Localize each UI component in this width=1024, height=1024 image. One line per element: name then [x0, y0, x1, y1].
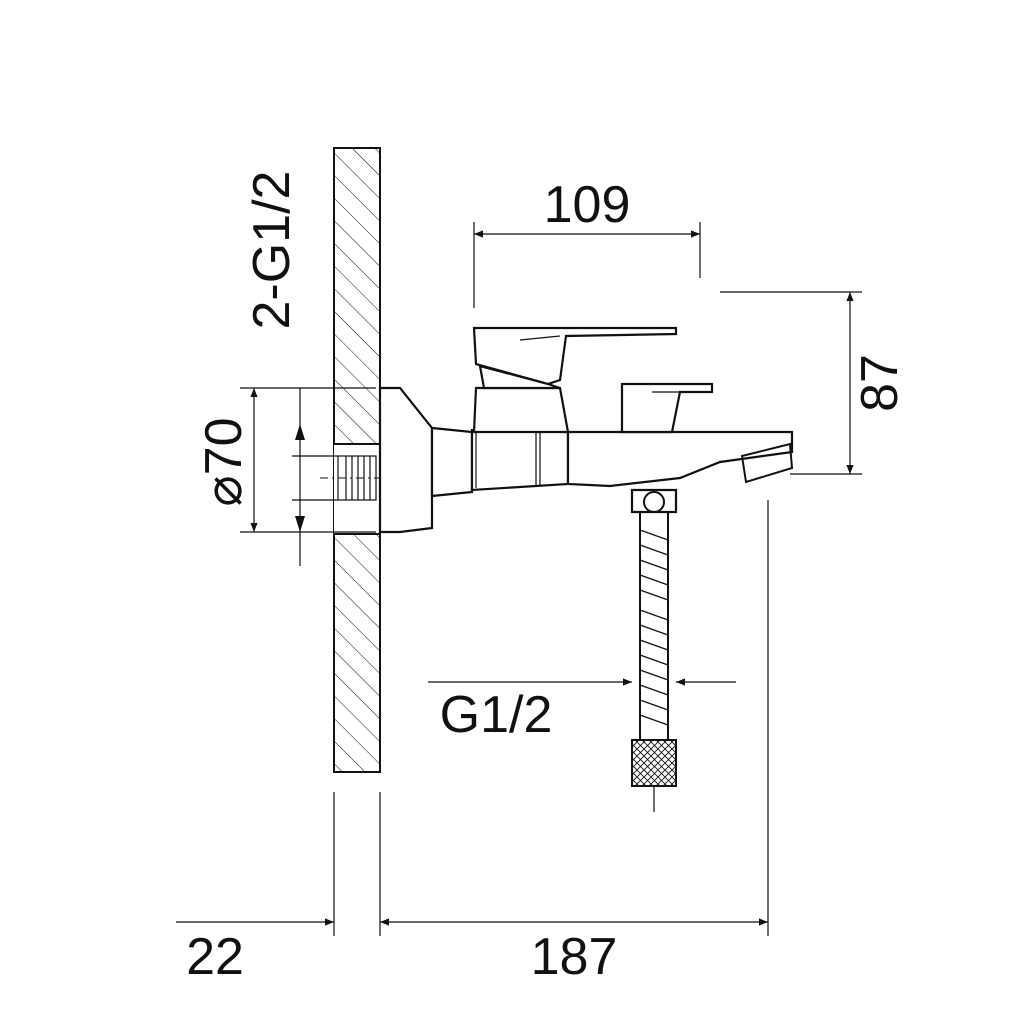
dimension-height-label: 87 [851, 354, 909, 412]
dimension-top-width-label: 109 [544, 176, 631, 234]
dimension-flange-diameter-label: 70 [195, 417, 253, 475]
wall-flange [378, 386, 434, 534]
dimension-projection: 187 [380, 500, 769, 986]
dimension-hose-thread-label: G1/2 [440, 686, 553, 744]
dimension-hose-thread: G1/2 [428, 678, 736, 744]
wall-section [333, 147, 381, 773]
shower-hose [630, 488, 678, 812]
dimension-wall-offset: 22 [176, 792, 381, 986]
dimension-height: 87 [720, 291, 909, 475]
svg-text:⌀70: ⌀70 [195, 417, 253, 506]
eccentric-connector [430, 426, 474, 498]
dimension-connection-thread: 2-G1/2 [243, 171, 338, 566]
dimension-projection-label: 187 [531, 928, 618, 986]
dimension-top-width: 109 [473, 176, 701, 308]
diameter-symbol: ⌀ [195, 475, 253, 506]
dimension-flange-diameter: ⌀70 [195, 387, 376, 533]
dimension-wall-offset-label: 22 [186, 928, 244, 986]
mixer-body [470, 326, 794, 492]
dimension-connection-thread-label: 2-G1/2 [243, 171, 301, 330]
